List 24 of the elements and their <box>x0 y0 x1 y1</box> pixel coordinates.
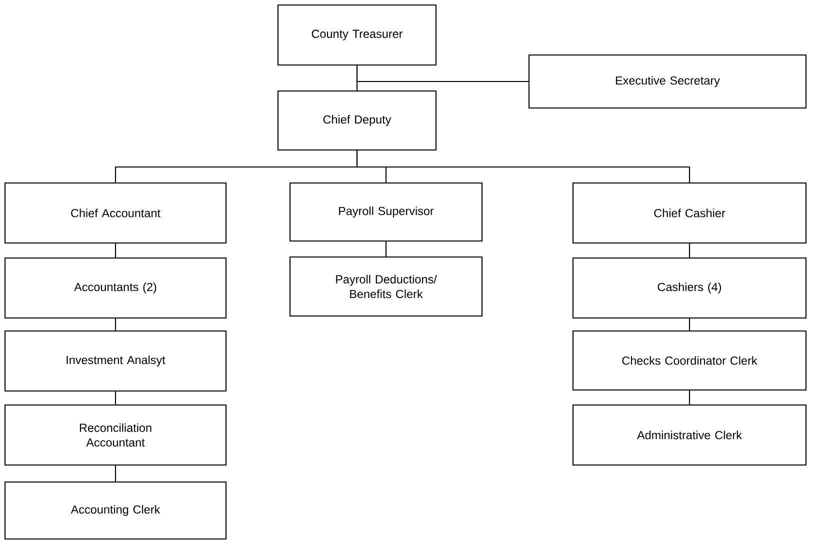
org-box: Checks Coordinator Clerk <box>572 330 807 391</box>
connector-line <box>385 242 387 256</box>
connector-line <box>356 66 528 82</box>
connector-line <box>688 244 690 258</box>
connector-line <box>688 390 690 404</box>
org-box: Payroll Supervisor <box>289 182 483 242</box>
connector-line <box>114 392 116 404</box>
org-box: Reconciliation Accountant <box>4 404 227 466</box>
org-box: Accounting Clerk <box>4 481 227 540</box>
org-box: Cashiers (4) <box>572 257 807 319</box>
connector-line <box>356 150 690 182</box>
org-box: Chief Cashier <box>572 182 807 244</box>
connector-line <box>114 466 116 482</box>
org-box: Chief Accountant <box>4 182 227 244</box>
org-box: Investment Analsyt <box>4 330 227 392</box>
connector-line <box>114 318 116 330</box>
org-box: County Treasurer <box>277 4 437 66</box>
org-box: Administrative Clerk <box>572 404 807 466</box>
connector-line <box>688 318 690 330</box>
org-box: Accountants (2) <box>4 257 227 319</box>
org-box: Executive Secretary <box>528 54 807 109</box>
org-box: Payroll Deductions/ Benefits Clerk <box>289 256 483 317</box>
connector-line <box>114 244 116 258</box>
org-box: Chief Deputy <box>277 90 437 151</box>
